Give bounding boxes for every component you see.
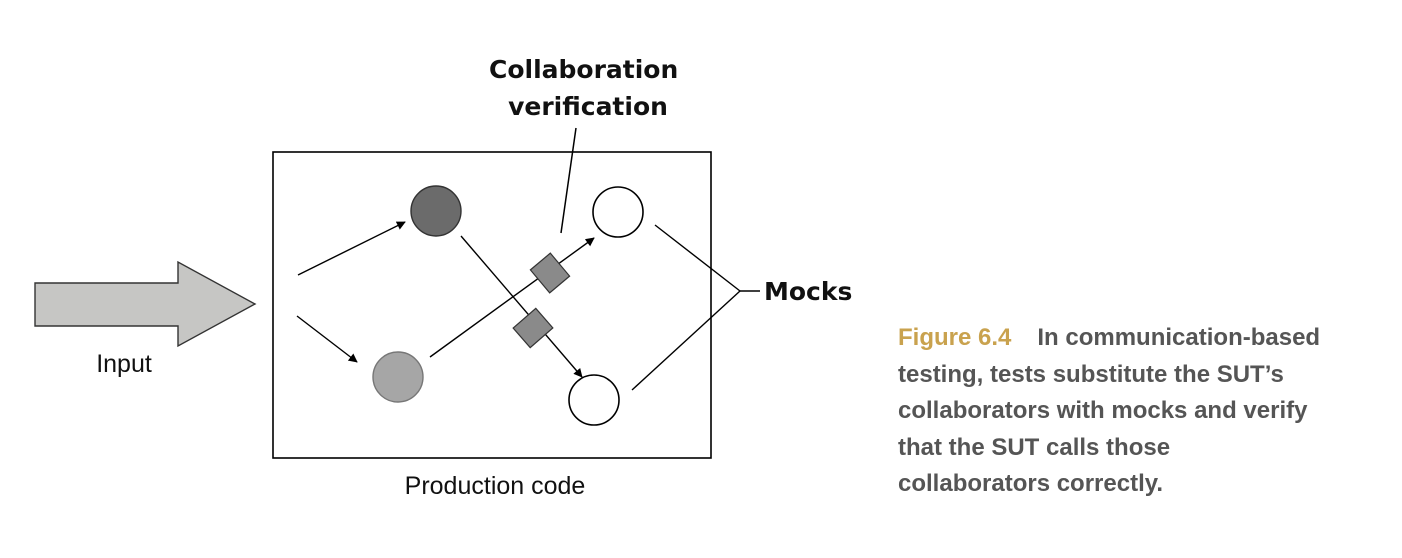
- dark-node: [410, 185, 462, 237]
- top-mock-node: [592, 186, 644, 238]
- collaboration-verification-line2: verification: [508, 92, 668, 121]
- figure-caption: Figure 6.4 In communication-based testing…: [898, 320, 1388, 503]
- production-code-box: [272, 151, 712, 459]
- verification-block-upper: [529, 252, 571, 294]
- caption-line-1: Figure 6.4 In communication-based: [898, 320, 1388, 357]
- arrow-to-dark-node: [297, 221, 406, 276]
- input-label: Input: [96, 350, 152, 378]
- mocks-pointer-top: [654, 224, 741, 292]
- mid-node: [372, 351, 424, 403]
- arrow-dark-node-to-bottom-mock: [460, 235, 583, 378]
- production-code-label: Production code: [405, 472, 586, 500]
- arrow-mid-node-to-top-mock: [429, 237, 595, 358]
- collaboration-verification-label: Collaboration verification: [489, 55, 687, 121]
- caption-text-1: In communication-based: [1037, 324, 1321, 351]
- mocks-pointer-bottom: [631, 290, 741, 391]
- caption-line-3: collaborators with mocks and verify: [898, 397, 1308, 424]
- collaboration-verification-line1: Collaboration: [489, 55, 678, 84]
- input-arrow: [34, 260, 257, 348]
- arrow-to-mid-node: [296, 315, 358, 363]
- caption-line-5: collaborators correctly.: [898, 470, 1163, 497]
- verification-block-lower: [512, 307, 554, 349]
- caption-line-4: that the SUT calls those: [898, 433, 1171, 461]
- verification-pointer-line: [560, 127, 577, 234]
- figure-label: Figure 6.4: [898, 324, 1012, 351]
- bottom-mock-node: [568, 374, 620, 426]
- mocks-label: Mocks: [764, 277, 852, 306]
- caption-line-2: testing, tests substitute the SUT’s: [898, 360, 1284, 388]
